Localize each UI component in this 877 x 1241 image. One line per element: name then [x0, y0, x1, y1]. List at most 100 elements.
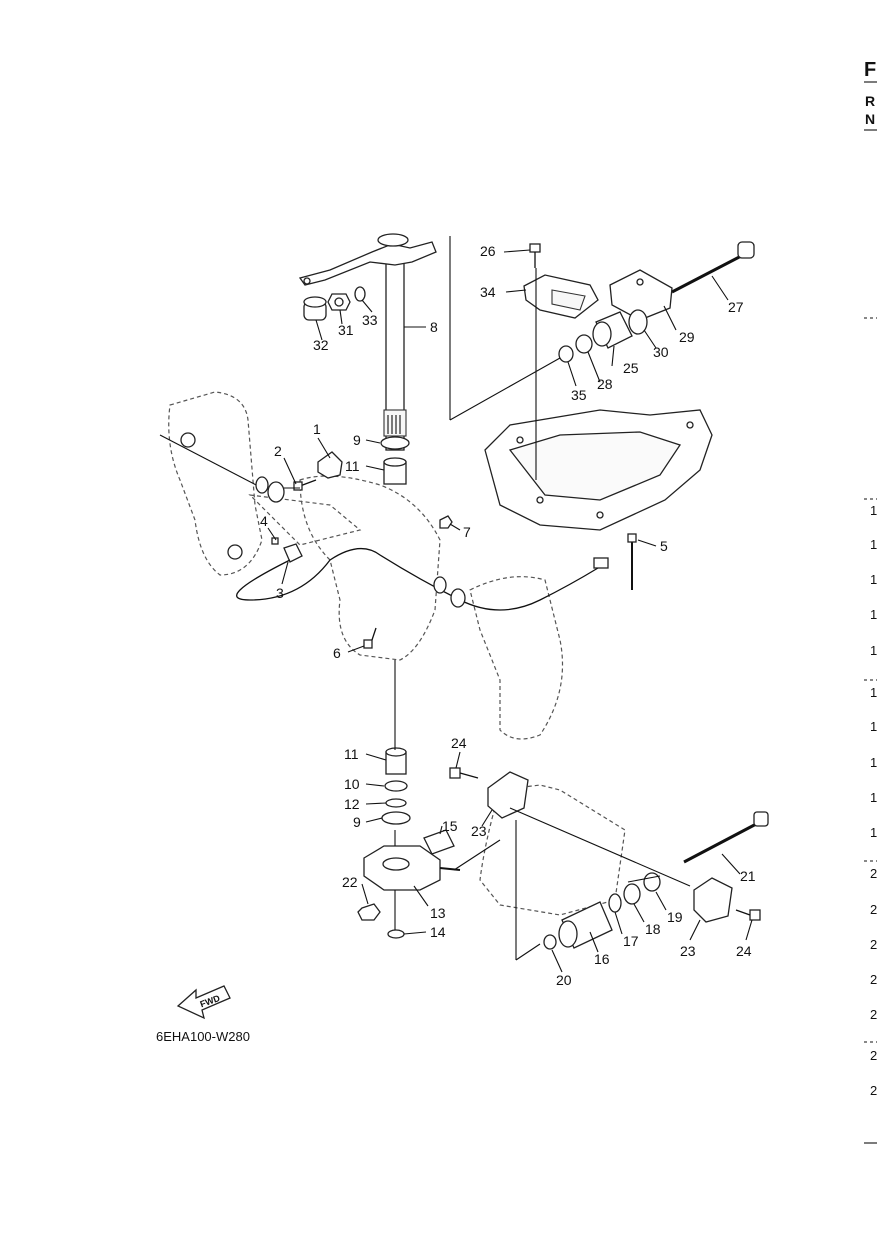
- bottom-cowling-plate: [484, 409, 713, 531]
- callout-32: 32: [313, 337, 329, 353]
- callout-23-right: 23: [680, 943, 696, 959]
- callout-3: 3: [276, 585, 284, 601]
- side-row-number: 1: [870, 643, 877, 658]
- header-n: N: [865, 111, 875, 127]
- washer-28: [575, 334, 593, 354]
- side-row-number: 2: [870, 866, 877, 881]
- washer-12: [385, 798, 407, 808]
- bolt-24-right: [735, 909, 761, 921]
- side-row-number: 1: [870, 719, 877, 734]
- collar-left: [255, 476, 285, 503]
- washer-19: [643, 872, 661, 892]
- bushing-11-upper: [383, 457, 407, 485]
- bolt-26: [529, 243, 541, 268]
- side-row-number: 2: [870, 902, 877, 917]
- side-row-number: 1: [870, 825, 877, 840]
- circlip-14: [387, 929, 405, 939]
- upper-mount-bracket-34: [523, 274, 599, 319]
- side-row-number: 1: [870, 537, 877, 552]
- long-bolt-27: [671, 241, 755, 294]
- callout-18: 18: [645, 921, 661, 937]
- lower-mount-bracket-13: [363, 845, 461, 891]
- callout-9-lower: 9: [353, 814, 361, 830]
- callout-12: 12: [344, 796, 360, 812]
- callout-35: 35: [571, 387, 587, 403]
- o-ring-10: [384, 780, 408, 792]
- collar-35: [558, 345, 574, 363]
- header-f: F: [864, 59, 876, 81]
- mount-cover-23-left: [487, 771, 529, 819]
- callout-1: 1: [313, 421, 321, 437]
- callout-31: 31: [338, 322, 354, 338]
- side-row-number: 2: [870, 1048, 877, 1063]
- side-row-number: 2: [870, 972, 877, 987]
- side-row-number: 1: [870, 607, 877, 622]
- side-row-number: 1: [870, 572, 877, 587]
- side-row-number: 1: [870, 503, 877, 518]
- callout-24-lower: 24: [736, 943, 752, 959]
- callout-2: 2: [274, 443, 282, 459]
- cap-nut-32: [303, 296, 327, 321]
- callout-11-lower: 11: [344, 746, 359, 762]
- callout-34: 34: [480, 284, 496, 300]
- exploded-lines: [394, 236, 691, 961]
- washer-18: [623, 883, 641, 905]
- lower-mount-rubber-16: [558, 901, 613, 949]
- mount-cover-23-right: [693, 877, 733, 923]
- bolt-2: [293, 479, 317, 491]
- washer-33: [354, 286, 366, 302]
- side-row-number: 1: [870, 755, 877, 770]
- callout-9-upper: 9: [353, 432, 361, 448]
- callout-leaders: [267, 249, 753, 973]
- left-clamp-bracket: [168, 391, 263, 576]
- clip-3: [283, 543, 303, 563]
- callout-20: 20: [556, 972, 572, 988]
- side-row-number: 1: [870, 685, 877, 700]
- bushing-11-lower: [385, 747, 407, 775]
- diagram-code: 6EHA100-W280: [156, 1029, 250, 1044]
- callout-7: 7: [463, 524, 471, 540]
- nut-31: [327, 293, 351, 311]
- nut-7: [439, 515, 453, 529]
- side-row-number: 2: [870, 937, 877, 952]
- callout-11-upper: 11: [345, 458, 360, 474]
- long-bolt-21: [683, 811, 769, 864]
- callout-22: 22: [342, 874, 358, 890]
- callout-24-upper: 24: [451, 735, 467, 751]
- callout-8: 8: [430, 319, 438, 335]
- nut-22: [357, 903, 381, 921]
- callout-13: 13: [430, 905, 446, 921]
- callout-17: 17: [623, 933, 639, 949]
- callout-21: 21: [740, 868, 756, 884]
- swivel-bracket: [248, 475, 441, 661]
- right-clamp-bracket: [469, 576, 564, 740]
- steering-arm: [298, 233, 437, 286]
- callout-10: 10: [344, 776, 360, 792]
- steering-shaft: [383, 259, 407, 451]
- callout-26: 26: [480, 243, 496, 259]
- fwd-arrow: FWD: [176, 985, 231, 1020]
- washer-9-upper: [380, 436, 410, 450]
- callout-28: 28: [597, 376, 613, 392]
- callout-16: 16: [594, 951, 610, 967]
- side-row-number: 1: [870, 790, 877, 805]
- header-r: R: [865, 93, 875, 109]
- wire-harness: [159, 434, 609, 611]
- washer-9-lower: [381, 811, 411, 825]
- callout-29: 29: [679, 329, 695, 345]
- callout-5: 5: [660, 538, 668, 554]
- callout-19: 19: [667, 909, 683, 925]
- collar-mid: [433, 576, 466, 608]
- washer-17: [608, 893, 622, 913]
- callout-6: 6: [333, 645, 341, 661]
- bolt-6: [363, 627, 377, 649]
- bolt-24-left: [449, 767, 479, 779]
- side-row-number: 2: [870, 1083, 877, 1098]
- callout-27: 27: [728, 299, 744, 315]
- callout-14: 14: [430, 924, 446, 940]
- bracket-1: [317, 451, 343, 479]
- callout-25: 25: [623, 360, 639, 376]
